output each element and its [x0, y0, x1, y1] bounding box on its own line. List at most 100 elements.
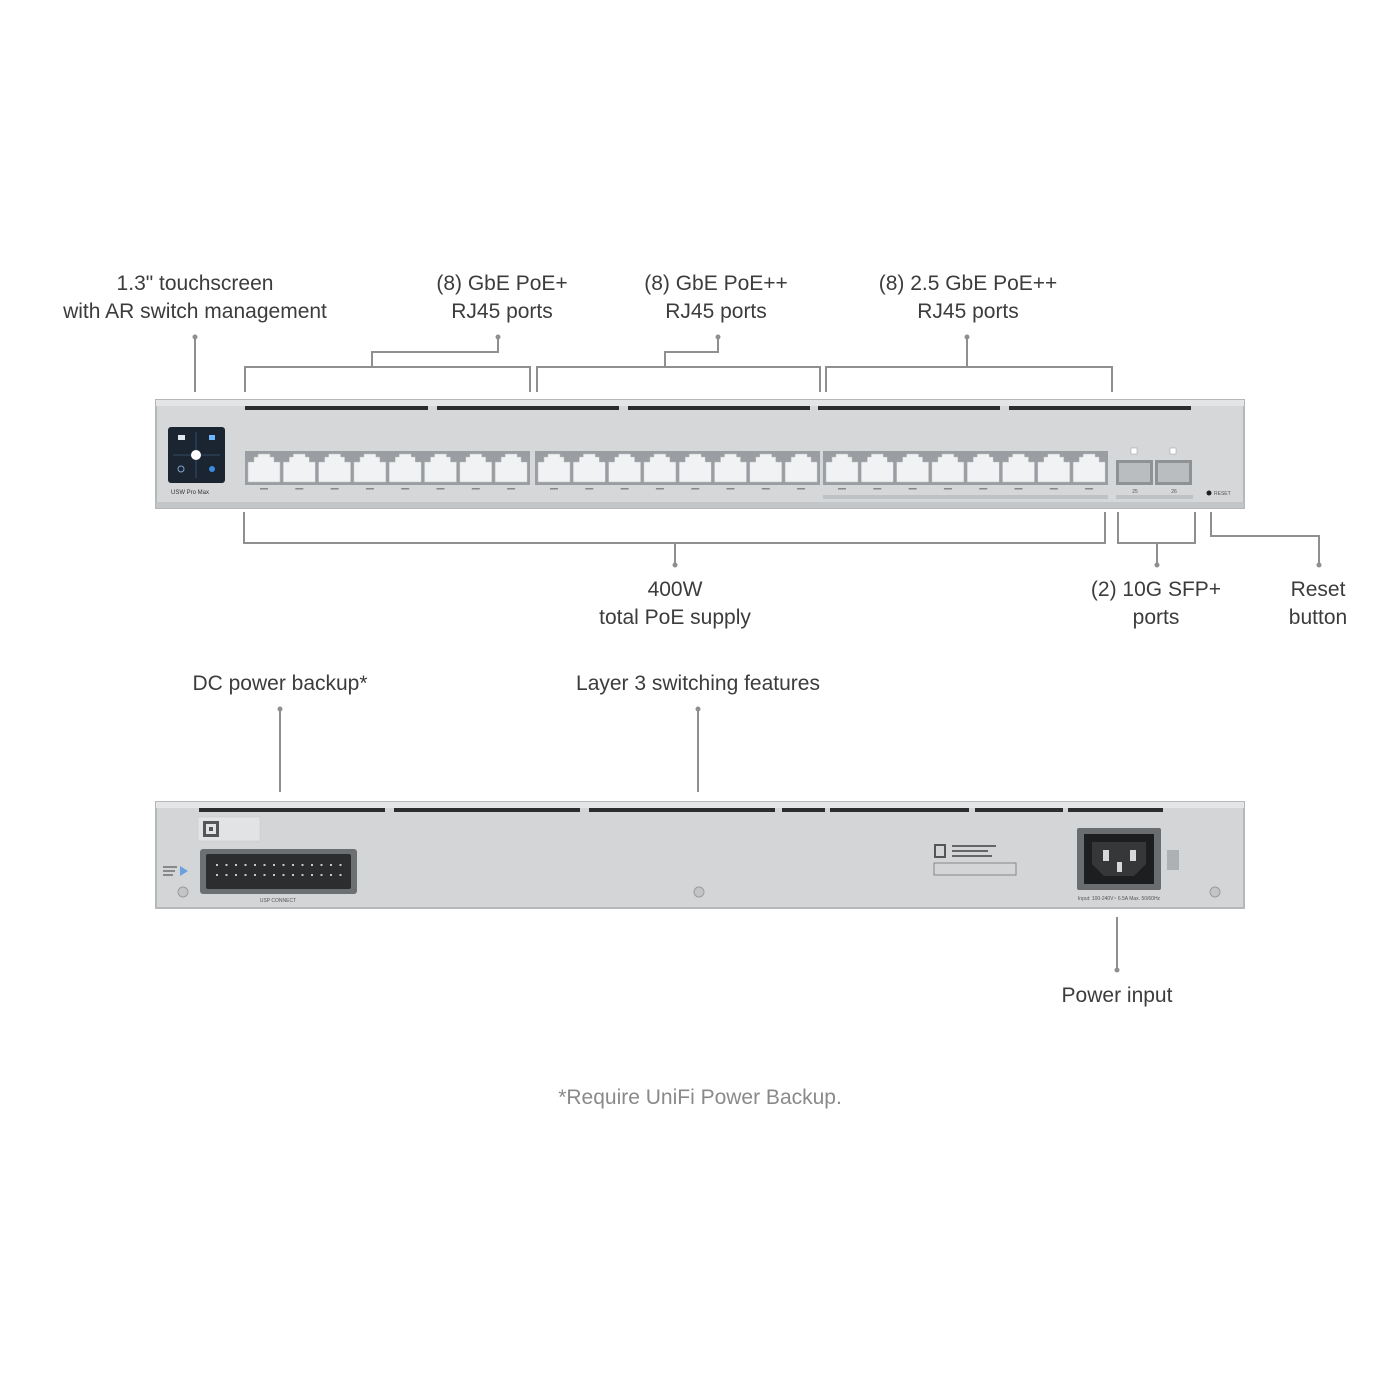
callout-poe-budget-line1: 400W: [647, 578, 703, 601]
callout-dc-backup: DC power backup*: [192, 670, 367, 698]
callout-gbe-poe-plusplus-line1: (8) GbE PoE++: [644, 272, 788, 295]
front-vents: [245, 406, 1191, 410]
reset-text: RESET: [1214, 491, 1231, 497]
rj45-port: [896, 453, 929, 483]
connector-pin: [263, 874, 266, 876]
connector-pin: [216, 874, 218, 876]
dc-backup-connector: USP CONNECT: [200, 849, 357, 904]
callout-gbe-poe-plus-line2: RJ45 ports: [451, 300, 553, 323]
connector-pin: [330, 864, 332, 866]
rj45-port: [931, 453, 965, 483]
callout-layer3: Layer 3 switching features: [576, 670, 820, 698]
sfp-label-26: 26: [1171, 489, 1177, 495]
callout-multigig-poe-line2: RJ45 ports: [917, 300, 1019, 323]
rj45-port: [825, 453, 859, 483]
leader-lines: [194, 337, 1320, 970]
port-number-mark: [365, 488, 374, 490]
callout-sfp-ports-line2: ports: [1132, 606, 1180, 629]
model-badge: USW Pro Max: [171, 490, 209, 496]
connector-pin: [216, 864, 218, 866]
port-number-mark: [655, 488, 664, 490]
port-number-mark: [1014, 488, 1023, 490]
rj45-port: [608, 453, 641, 483]
callout-touchscreen-line2: with AR switch management: [63, 300, 327, 323]
connector-pin: [301, 864, 304, 866]
rj45-port: [388, 453, 422, 483]
touchscreen-display: USW Pro Max: [168, 427, 225, 496]
usp-connect-label: USP CONNECT: [260, 898, 296, 904]
port-number-mark: [585, 488, 594, 490]
rj45-port: [424, 453, 457, 483]
connector-pin: [254, 874, 256, 876]
port-number-mark: [838, 488, 846, 490]
rj45-port: [573, 453, 606, 483]
callout-multigig-poe: (8) 2.5 GbE PoE++ RJ45 ports: [879, 270, 1058, 326]
connector-pin: [273, 874, 275, 876]
sfp-label-25: 25: [1132, 489, 1138, 495]
connector-pin: [330, 874, 332, 876]
rear-vents: [199, 808, 1163, 812]
power-inlet: Input: 100-240V~ 6.5A Max. 50/60Hz: [1077, 828, 1161, 902]
port-number-mark: [979, 488, 988, 490]
rj45-port: [494, 453, 528, 483]
rj45-port: [1072, 453, 1106, 483]
connector-pin: [301, 874, 304, 876]
rear-panel: USP CONNECT Input: 100-240V~ 6.5A Max. 5…: [155, 801, 1245, 909]
callout-poe-budget: 400W total PoE supply: [599, 576, 751, 632]
connector-pin: [292, 874, 294, 876]
connector-pin: [282, 874, 285, 876]
port-number-mark: [691, 488, 700, 490]
rj45-port-rows: [245, 451, 1108, 499]
connector-pin: [244, 864, 247, 866]
callout-gbe-poe-plus-line1: (8) GbE PoE+: [436, 272, 568, 295]
front-panel: USW Pro Max 25 26 RESET: [155, 399, 1245, 509]
connector-pin: [235, 874, 237, 876]
connector-pin: [339, 864, 342, 866]
port-number-mark: [726, 488, 735, 490]
port-number-mark: [436, 488, 445, 490]
connector-pin: [235, 864, 237, 866]
callout-reset-button: Reset button: [1289, 576, 1347, 632]
rj45-port: [784, 453, 818, 483]
connector-pin: [292, 864, 294, 866]
callout-touchscreen-line1: 1.3" touchscreen: [116, 272, 274, 295]
callout-touchscreen: 1.3" touchscreen with AR switch manageme…: [63, 270, 327, 326]
connector-pin: [311, 864, 313, 866]
rj45-port: [1037, 453, 1071, 483]
connector-pin: [225, 864, 228, 866]
port-number-mark: [401, 488, 410, 490]
port-number-mark: [550, 488, 558, 490]
reset-pinhole: RESET: [1206, 490, 1231, 497]
port-number-mark: [295, 488, 304, 490]
rj45-port: [861, 453, 894, 483]
connector-pin: [263, 864, 266, 866]
port-number-mark: [797, 488, 806, 490]
port-number-mark: [1085, 488, 1094, 490]
rj45-port: [678, 453, 712, 483]
callout-gbe-poe-plusplus-line2: RJ45 ports: [665, 300, 767, 323]
callout-sfp-ports: (2) 10G SFP+ ports: [1091, 576, 1221, 632]
rj45-port: [537, 453, 571, 483]
port-number-mark: [471, 488, 480, 490]
callout-poe-budget-line2: total PoE supply: [599, 606, 751, 629]
connector-pin: [320, 874, 323, 876]
rj45-port: [643, 453, 677, 483]
rj45-port: [353, 453, 387, 483]
port-number-mark: [507, 488, 516, 490]
callout-layer3-line1: Layer 3 switching features: [576, 672, 820, 695]
port-number-mark: [908, 488, 917, 490]
power-rating-label: Input: 100-240V~ 6.5A Max. 50/60Hz: [1078, 896, 1161, 902]
connector-pin: [282, 864, 285, 866]
rj45-port: [714, 453, 747, 483]
callout-sfp-ports-line1: (2) 10G SFP+: [1090, 578, 1222, 601]
connector-pin: [339, 874, 342, 876]
port-number-mark: [943, 488, 952, 490]
port-number-mark: [330, 488, 339, 490]
connector-pin: [254, 864, 256, 866]
connector-pin: [273, 864, 275, 866]
footnote: *Require UniFi Power Backup.: [558, 1086, 842, 1109]
rj45-port: [247, 453, 281, 483]
callout-gbe-poe-plusplus: (8) GbE PoE++ RJ45 ports: [644, 270, 788, 326]
rj45-port: [966, 453, 1000, 483]
